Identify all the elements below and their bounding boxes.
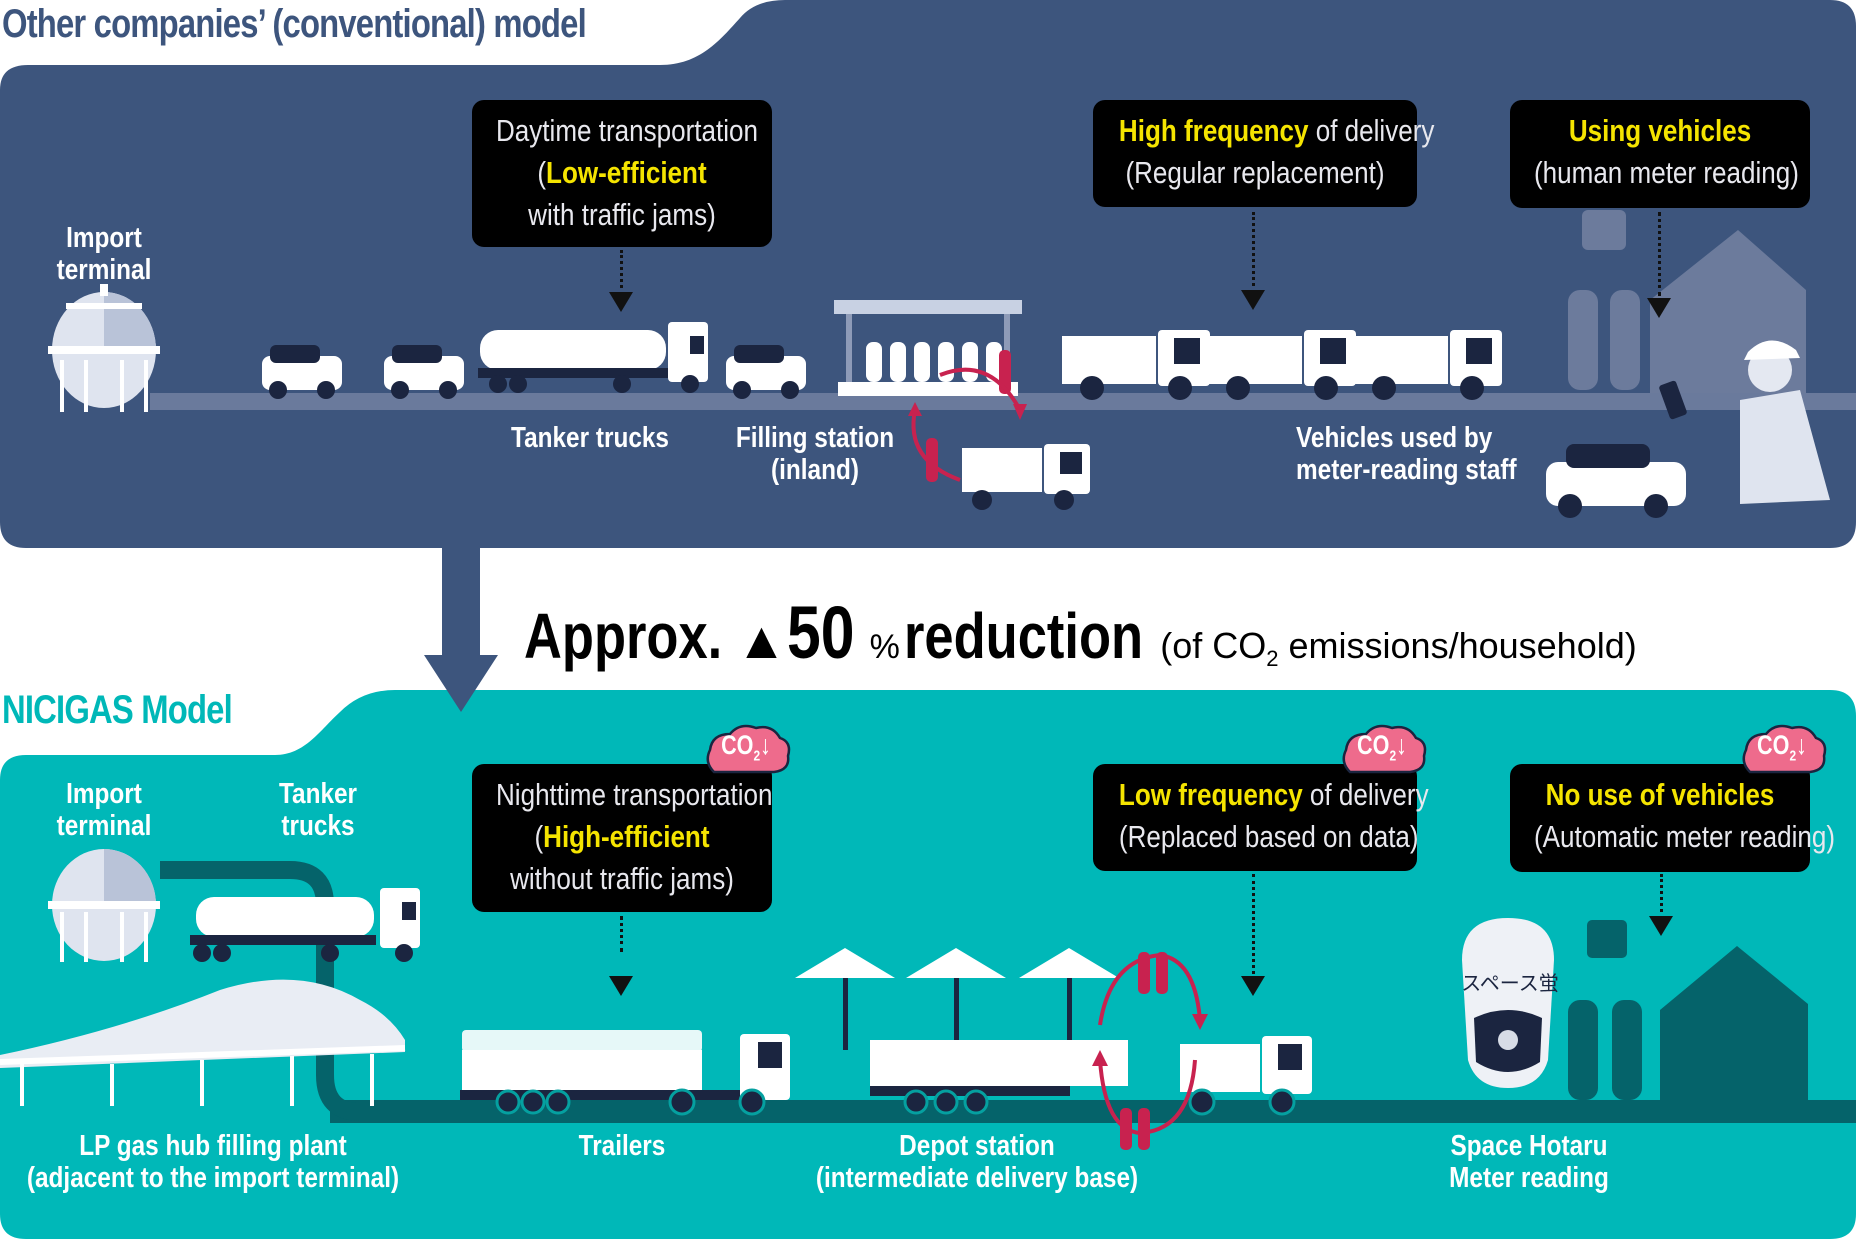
swap-arrow-icon [911, 409, 961, 482]
triangle-icon: ▲ [735, 612, 788, 670]
cylinder-truck-icon [1062, 330, 1210, 400]
down-arrow-icon: ↓ [1396, 730, 1407, 760]
reduction-value: 50 [787, 591, 855, 674]
callout-line: Daytime transportation [496, 113, 758, 148]
callout-line: Using vehicles [1568, 113, 1752, 148]
callout-line: No use of vehicles [1545, 777, 1775, 812]
callout-line: with traffic jams) [528, 197, 716, 232]
dotted-connector [620, 916, 623, 952]
dotted-connector [1252, 874, 1255, 974]
dotted-connector [620, 250, 623, 288]
reduction-headline: Approx.▲50% reduction (of CO2 emissions/… [524, 590, 1637, 675]
cylinder-truck-icon [1208, 330, 1356, 400]
car-icon [1546, 444, 1686, 518]
swap-arrow-icon [939, 367, 1022, 411]
dotted-connector [1252, 212, 1255, 286]
pointer-arrow-icon [1649, 916, 1673, 936]
callout-high-frequency: High frequency of delivery (Regular repl… [1093, 100, 1435, 207]
cloud-icon [1342, 724, 1427, 774]
meter-reader-person-icon [1659, 340, 1830, 504]
reduction-note: (of CO2 emissions/household) [1160, 625, 1637, 672]
callout-line: (Automatic meter reading) [1534, 819, 1836, 854]
label-depot-station: Depot station(intermediate delivery base… [815, 1130, 1139, 1194]
callout-line: (High-efficient [534, 819, 710, 854]
red-cylinder-icon [926, 438, 938, 482]
pointer-arrow-icon [1647, 298, 1671, 318]
pointer-arrow-icon [609, 292, 633, 312]
nicigas-road [330, 1100, 1856, 1123]
dotted-connector [1660, 874, 1663, 912]
pointer-arrow-icon [609, 976, 633, 996]
dotted-connector [1658, 212, 1661, 296]
callout-line: (human meter reading) [1534, 155, 1799, 190]
co2-reduction-badge: CO2↓ [1736, 722, 1828, 778]
down-arrow-icon: ↓ [760, 730, 771, 760]
callout-daytime-transport: Daytime transportation (Low-efficient wi… [472, 100, 772, 247]
callout-nighttime-transport: Nighttime transportation (High-efficient… [472, 764, 772, 912]
reduction-prefix: Approx. [524, 600, 723, 672]
callout-line: Nighttime transportation [496, 777, 773, 812]
cloud-icon [706, 724, 791, 774]
car-icon [384, 345, 464, 399]
co2-reduction-badge: CO2↓ [1336, 722, 1428, 778]
callout-no-vehicles: No use of vehicles (Automatic meter read… [1510, 764, 1836, 872]
label-hub-filling-plant: LP gas hub filling plant(adjacent to the… [26, 1130, 400, 1194]
transition-arrow [424, 548, 498, 712]
co2-reduction-badge: CO2↓ [700, 722, 792, 778]
conventional-illustrations [48, 210, 1830, 518]
lpg-tank-icon [48, 284, 160, 412]
label-trailers: Trailers [578, 1130, 666, 1162]
conventional-road [150, 393, 1856, 410]
car-icon [262, 345, 342, 399]
callout-line: (Regular replacement) [1125, 155, 1385, 190]
callout-line: (Low-efficient [537, 155, 707, 190]
pipeline [160, 861, 400, 1121]
car-icon [726, 345, 806, 399]
reduction-unit: % [869, 628, 900, 666]
callout-line: High frequency of delivery [1118, 113, 1435, 148]
nicigas-title: NICIGAS Model [2, 688, 233, 732]
label-filling-station: Filling station(inland) [735, 422, 895, 486]
pointer-arrow-icon [1241, 290, 1265, 310]
callout-line: without traffic jams) [510, 861, 734, 896]
cloud-icon [1742, 724, 1827, 774]
callout-line: Low frequency of delivery [1118, 777, 1429, 812]
label-tanker-trucks: Tanker trucks [511, 422, 669, 454]
tanker-truck-icon [478, 322, 708, 393]
reduction-word: reduction [904, 600, 1144, 672]
cylinder-truck-icon [962, 444, 1090, 510]
callout-using-vehicles: Using vehicles (human meter reading) [1510, 100, 1810, 208]
conventional-title: Other companies’ (conventional) model [2, 2, 587, 46]
callout-low-frequency: Low frequency of delivery (Replaced base… [1093, 764, 1429, 871]
cylinder-truck-icon [1354, 330, 1502, 400]
down-arrow-icon: ↓ [1796, 730, 1807, 760]
callout-line: (Replaced based on data) [1118, 819, 1419, 854]
gas-meter-icon [1568, 210, 1640, 390]
filling-station-icon [834, 300, 1022, 396]
pointer-arrow-icon [1241, 976, 1265, 996]
